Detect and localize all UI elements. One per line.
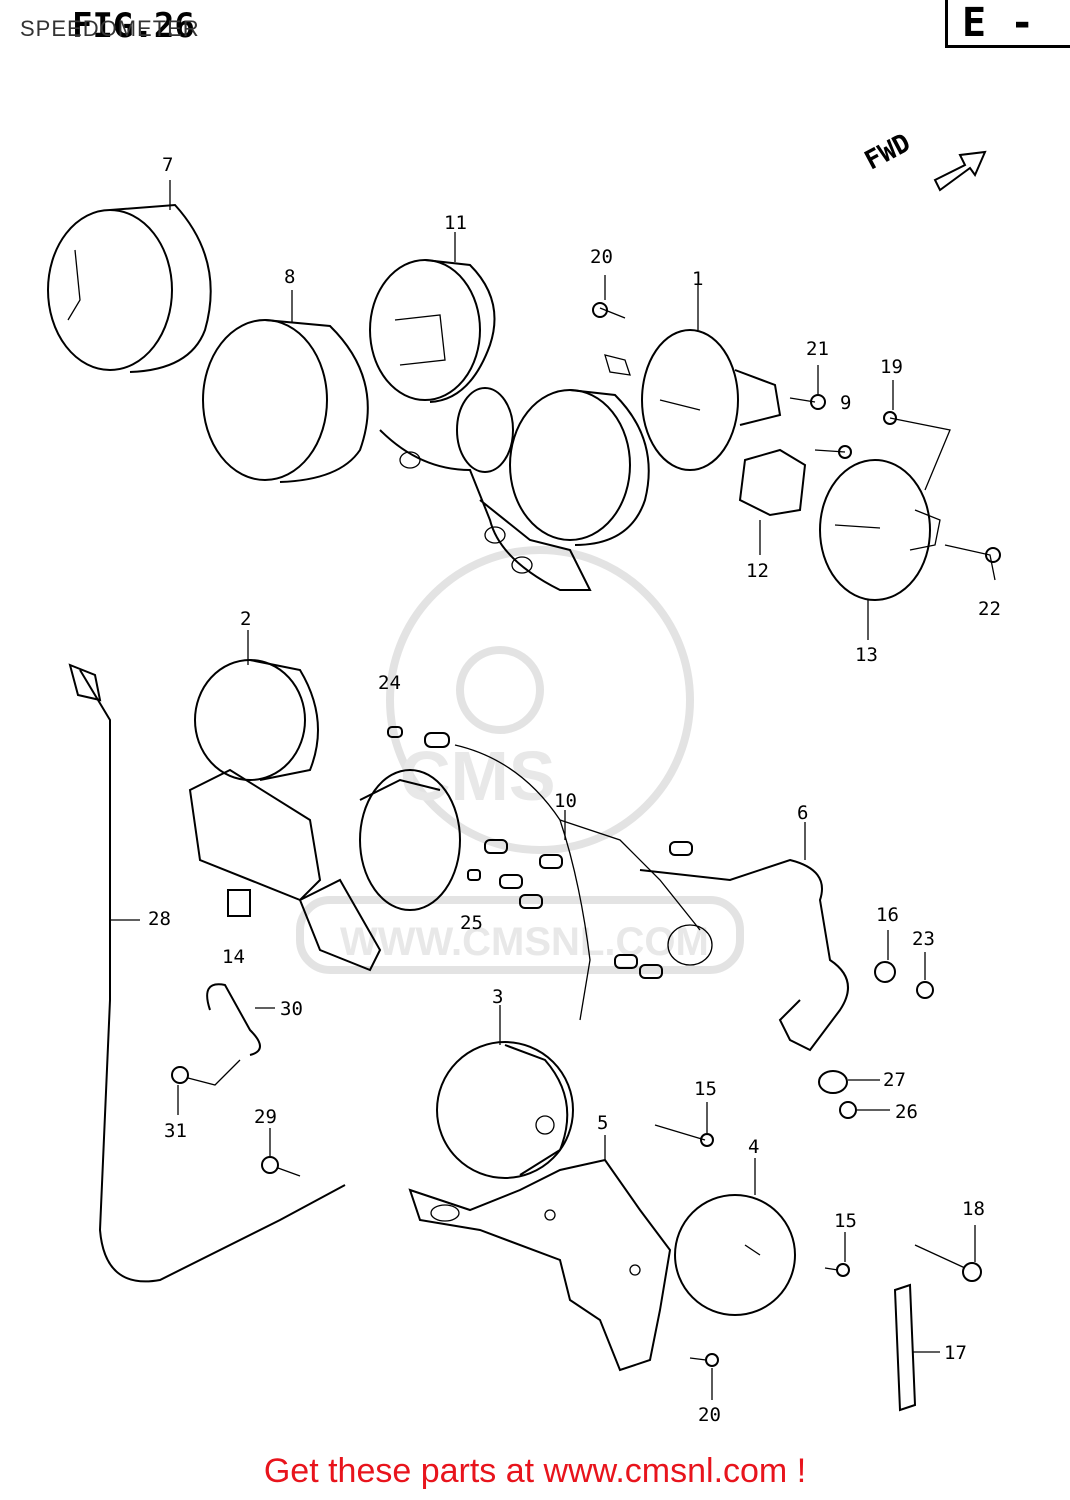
callout-3: 3 — [492, 986, 504, 1008]
callout-6: 6 — [797, 802, 809, 824]
callout-31: 31 — [164, 1120, 187, 1142]
part-2-lower-case — [188, 630, 461, 972]
callout-20-top: 20 — [590, 246, 613, 268]
part-13-tachometer-face — [819, 459, 941, 640]
callout-19: 19 — [880, 356, 903, 378]
part-1-speedometer-face — [604, 285, 782, 471]
callout-21: 21 — [806, 338, 829, 360]
callout-12: 12 — [746, 560, 769, 582]
part-7-bezel — [47, 180, 212, 373]
figure-label: FIG.26 — [72, 6, 195, 46]
part-12-plate — [738, 448, 807, 555]
part-3-cover — [436, 1005, 574, 1179]
part-30-clamp — [206, 983, 261, 1056]
callout-8: 8 — [284, 266, 296, 288]
callout-20-bottom: 20 — [698, 1404, 721, 1426]
callout-7: 7 — [162, 154, 174, 176]
part-28-speedometer-cable — [68, 663, 346, 1283]
meter-bracket — [379, 387, 650, 591]
callout-26: 26 — [895, 1101, 918, 1123]
part-5-lower-cover — [408, 1135, 672, 1372]
part-15-20-screws — [654, 1102, 850, 1400]
part-17-18-stay — [893, 1225, 982, 1412]
callout-28: 28 — [148, 908, 171, 930]
forward-arrow-icon — [933, 150, 987, 192]
part-31-29-bolts — [171, 1059, 301, 1177]
callout-16: 16 — [876, 904, 899, 926]
callout-14: 14 — [222, 946, 245, 968]
watermark-url: WWW.CMSNL.COM — [340, 920, 709, 964]
callout-2: 2 — [240, 608, 252, 630]
callout-25: 25 — [460, 912, 483, 934]
callout-30: 30 — [280, 998, 303, 1020]
callout-5: 5 — [597, 1112, 609, 1134]
part-14-clip — [227, 889, 251, 917]
callout-23: 23 — [912, 928, 935, 950]
part-4-cover — [674, 1158, 796, 1316]
screws — [592, 275, 1001, 581]
callout-13: 13 — [855, 644, 878, 666]
section-box — [945, 0, 1070, 48]
callout-24: 24 — [378, 672, 401, 694]
callout-4: 4 — [748, 1136, 760, 1158]
watermark-brand: CMS — [400, 737, 556, 815]
parts-store-link[interactable]: Get these parts at www.cmsnl.com ! — [263, 1452, 807, 1490]
callout-11: 11 — [444, 212, 467, 234]
page-title: SPEEDOMETER — [20, 16, 200, 41]
callout-22: 22 — [978, 598, 1001, 620]
callout-27: 27 — [883, 1069, 906, 1091]
section-label: E - — [962, 0, 1035, 46]
part-10-harness — [387, 726, 701, 1021]
callout-15-lower: 15 — [834, 1210, 857, 1232]
callout-1: 1 — [692, 268, 704, 290]
callout-15-upper: 15 — [694, 1078, 717, 1100]
part-8-ring — [202, 290, 369, 483]
callout-10: 10 — [554, 790, 577, 812]
washers-nuts — [818, 930, 934, 1119]
callout-9: 9 — [840, 392, 852, 414]
callout-17: 17 — [944, 1342, 967, 1364]
callout-18: 18 — [962, 1198, 985, 1220]
part-11-case — [369, 232, 496, 403]
part-6-mount-bracket — [639, 822, 849, 1052]
callout-29: 29 — [254, 1106, 277, 1128]
